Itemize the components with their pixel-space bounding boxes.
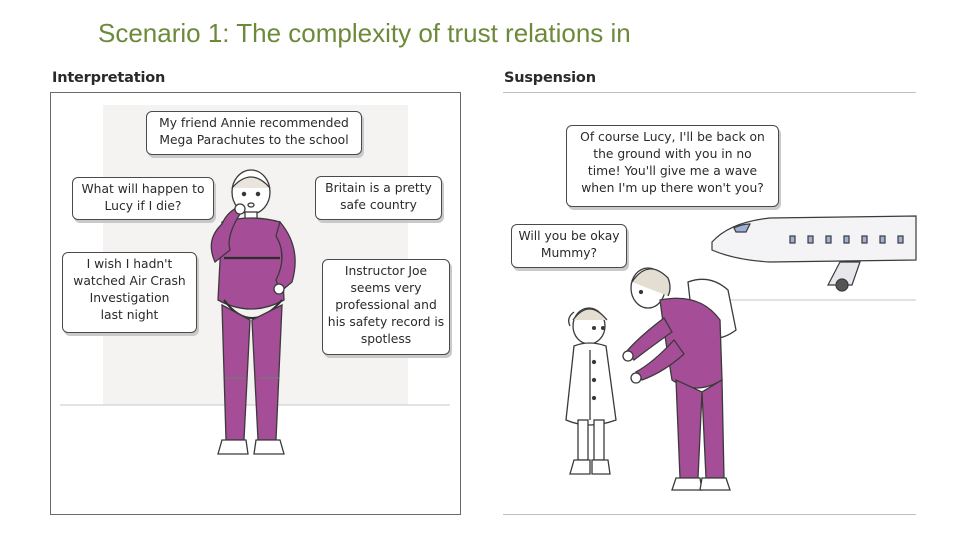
slide-title: Scenario 1: The complexity of trust rela… <box>98 18 631 48</box>
bubble-mother-reassurance: Of course Lucy, I'll be back on the grou… <box>566 125 779 207</box>
airplane <box>660 215 917 301</box>
bubble-child-question: Will you be okay Mummy? <box>511 224 627 268</box>
bubble-lucy-worry: What will happen to Lucy if I die? <box>72 177 214 220</box>
mother-figure <box>622 267 737 491</box>
bubble-britain-safe: Britain is a pretty safe country <box>315 176 442 220</box>
skydiver-woman <box>210 169 296 455</box>
bubble-air-crash: I wish I hadn't watched Air Crash Invest… <box>62 252 197 333</box>
interpretation-label: Interpretation <box>52 70 166 86</box>
bubble-instructor-joe: Instructor Joe seems very professional a… <box>322 259 450 355</box>
bubble-annie-recommendation: My friend Annie recommended Mega Parachu… <box>146 111 362 155</box>
child-figure <box>565 307 617 475</box>
suspension-label: Suspension <box>504 70 596 86</box>
